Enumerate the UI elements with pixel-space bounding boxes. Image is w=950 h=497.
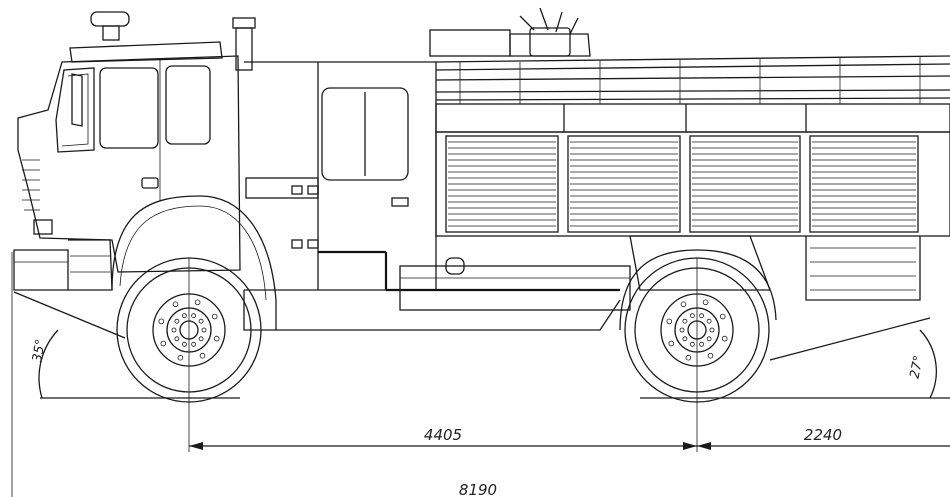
roof-beacon (90, 11, 130, 27)
door-handle (141, 177, 159, 189)
crew-door-window (321, 87, 409, 181)
cab (13, 11, 241, 291)
wheelbase-label: 4405 (424, 426, 462, 444)
exhaust-stack (232, 17, 256, 71)
departure-angle-marker: 27° (769, 317, 937, 399)
rear-fender (619, 249, 777, 331)
rear-overhang-label: 2240 (804, 426, 842, 444)
rear-wheel (619, 249, 777, 403)
mirror (71, 73, 83, 127)
departure-angle-label: 27° (907, 354, 926, 380)
front-grille (22, 159, 40, 211)
overall-length-label: 8190 (459, 481, 497, 497)
rear-overhang-dimension: 2240 (697, 426, 950, 450)
roof-equipment (429, 7, 950, 104)
front-wheel-assembly (111, 195, 277, 403)
approach-angle-label: 35° (30, 338, 49, 363)
cab-roof (69, 41, 223, 63)
roller-shutters (445, 135, 919, 233)
front-bumper (13, 249, 69, 291)
wheel-studs (158, 299, 728, 361)
fuel-tank-cap (445, 257, 465, 275)
overall-length-dimension: 8190 (459, 481, 497, 497)
rail-posts (459, 56, 921, 104)
approach-angle-marker: 35° (13, 291, 126, 399)
equipment-box (429, 29, 511, 57)
windscreen (55, 67, 95, 153)
cab-window-front (99, 67, 159, 149)
crew-cab (244, 61, 437, 291)
cab-window-rear (165, 65, 211, 145)
equipment-body (435, 103, 950, 301)
front-fender (111, 195, 277, 330)
crew-door-handle (391, 197, 409, 207)
monitor-nozzle (529, 27, 571, 57)
headlight (33, 219, 53, 235)
wheelbase-dimension: 4405 (189, 426, 697, 450)
cab-body (17, 55, 241, 273)
